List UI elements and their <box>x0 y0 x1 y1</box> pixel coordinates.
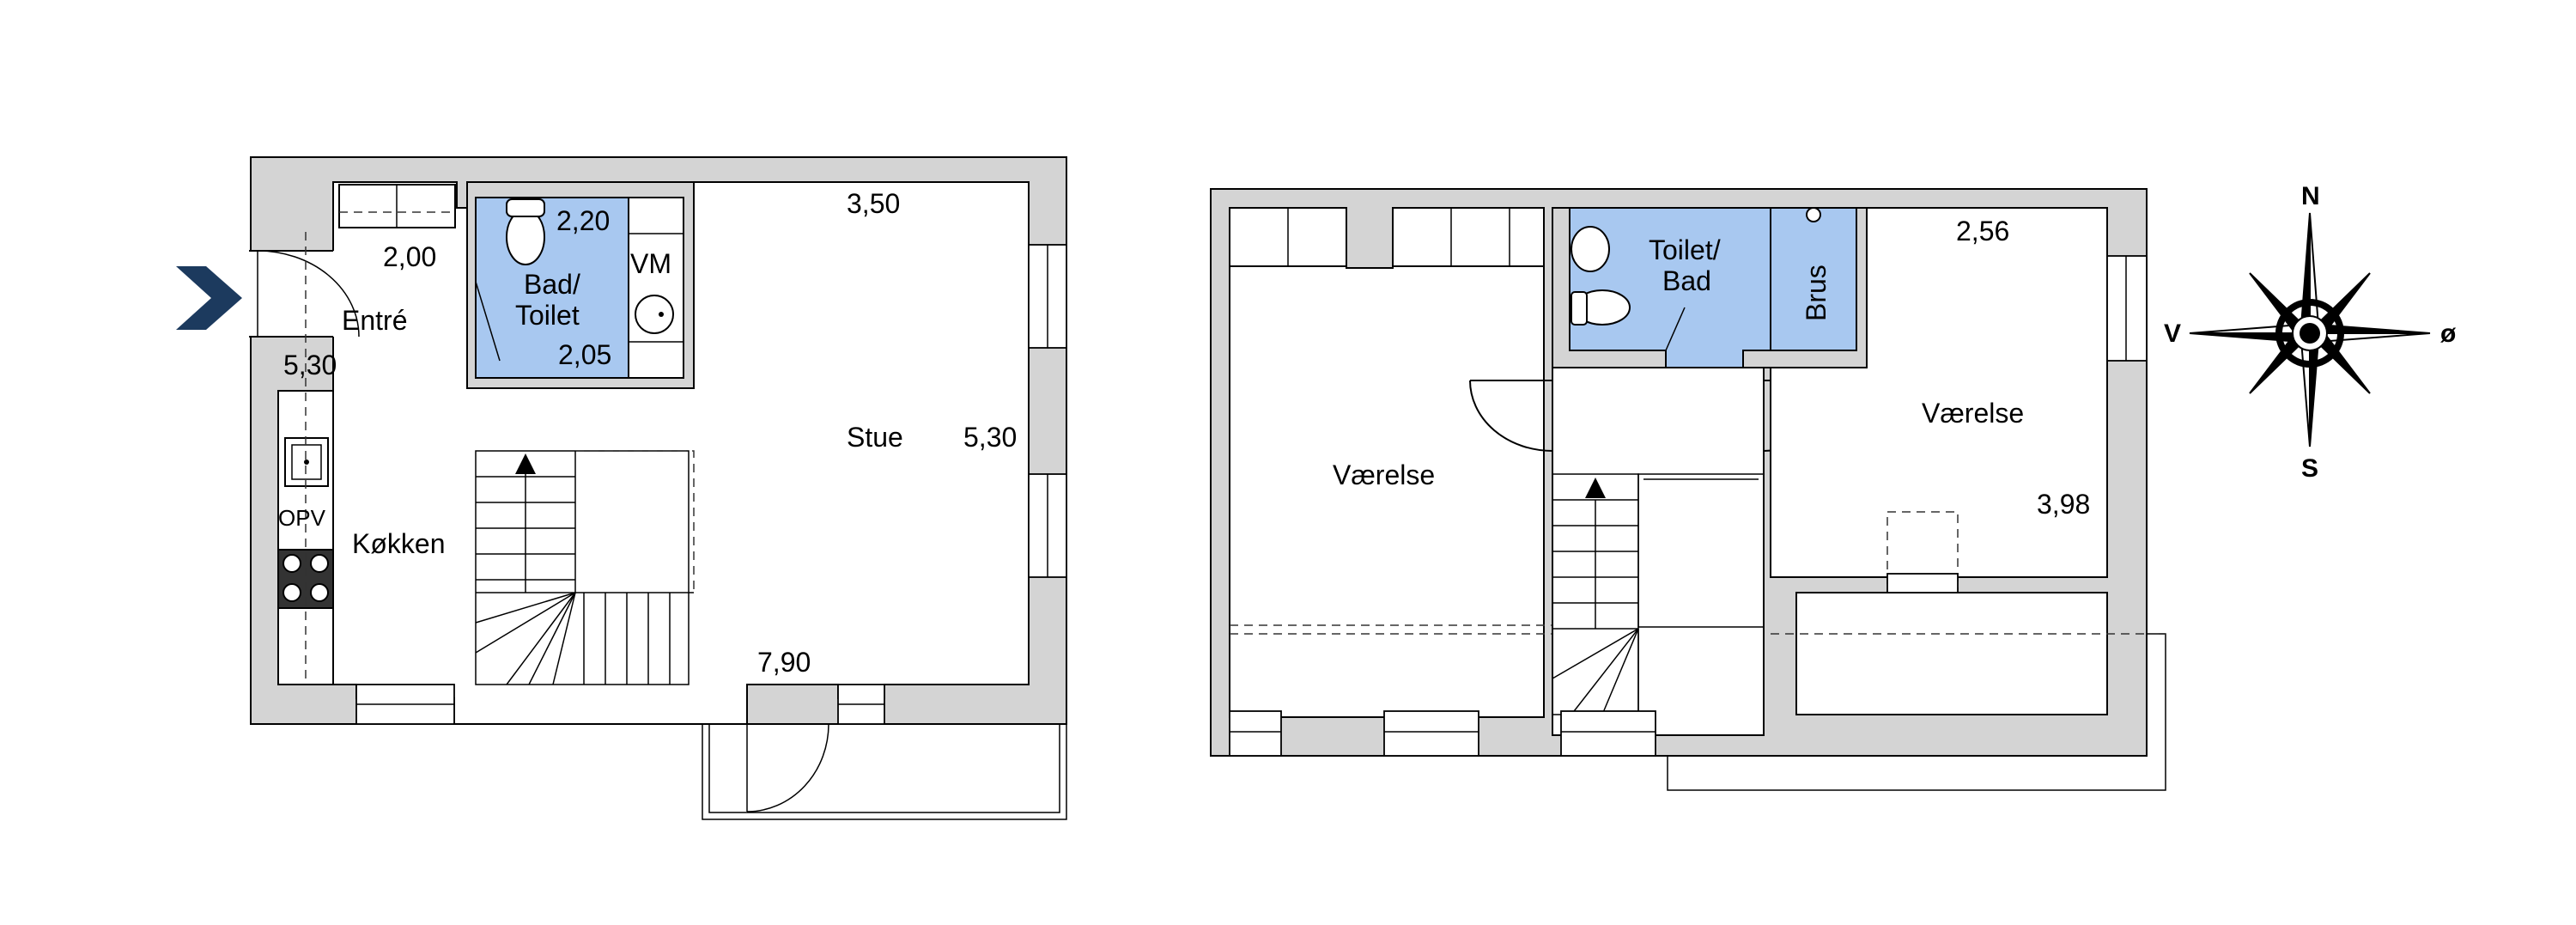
upper-stair-arrow-icon <box>1585 478 1606 498</box>
compass-east: ø <box>2440 319 2457 348</box>
room-label-stue: Stue <box>847 422 903 453</box>
room-label-entre: Entré <box>342 305 407 336</box>
kitchen-counter <box>277 390 334 685</box>
washbasin-icon <box>635 295 674 334</box>
dim-bad-depth: 2,05 <box>558 339 611 370</box>
ground-windows <box>355 244 1067 725</box>
room-label-bad-1: Bad/ <box>524 269 580 300</box>
bathroom-door <box>475 281 501 362</box>
entrance-opening <box>249 251 335 337</box>
room-label-vaerelse-left: Værelse <box>1333 459 1435 490</box>
compass-rose-icon: N S V ø <box>2164 182 2457 483</box>
ground-staircase <box>475 450 695 685</box>
room-label-toilet-2: Bad <box>1662 265 1711 296</box>
compass-north: N <box>2301 182 2320 210</box>
dim-stue-depth: 5,30 <box>963 422 1017 453</box>
compass-west: V <box>2164 319 2181 348</box>
dim-bad-width: 2,20 <box>556 205 610 236</box>
hob-4-icon <box>310 583 329 602</box>
dim-vaerelse-depth: 3,98 <box>2037 489 2090 520</box>
upper-toilet-tank-icon <box>1571 291 1588 326</box>
room-label-vaerelse-right: Værelse <box>1922 398 2024 429</box>
room-label-brus: Brus <box>1801 265 1832 321</box>
vm-niche <box>628 197 684 379</box>
kitchen-tap-icon <box>304 459 309 465</box>
washbasin-drain-icon <box>659 312 664 317</box>
upper-bathroom-door <box>1665 307 1686 351</box>
room-label-vm: VM <box>630 248 671 279</box>
shower-head-icon <box>1806 207 1821 222</box>
dim-vaerelse-width: 2,56 <box>1956 216 2009 246</box>
hatch-dashed <box>1886 511 1959 624</box>
terrace-outline <box>702 722 1067 820</box>
hob-3-icon <box>283 583 301 602</box>
dim-stue-width: 3,50 <box>847 188 900 219</box>
upper-floor: Værelse Toilet/ Bad Brus 2,56 Værelse 3,… <box>1210 188 2166 791</box>
stair-up-arrow-icon <box>515 453 536 474</box>
room-label-bad-2: Toilet <box>515 300 580 331</box>
entrance-arrow-icon <box>176 266 242 330</box>
ground-floor: Entré 2,00 5,30 Bad/ Toilet 2,20 2,05 VM… <box>176 156 1067 820</box>
upper-windows <box>1229 255 2148 757</box>
room-label-toilet-1: Toilet/ <box>1649 234 1721 265</box>
vaerelse-right <box>1770 207 2108 578</box>
entrance-door <box>257 250 360 338</box>
terrace-inner <box>708 722 1060 813</box>
toilet-icon <box>506 209 545 265</box>
room-label-kokken: Køkken <box>352 528 445 559</box>
dim-total-width: 7,90 <box>757 647 811 678</box>
compass-south: S <box>2301 454 2318 483</box>
wardrobe-left-2 <box>1392 207 1545 267</box>
upper-right-lower-space <box>1795 592 2108 715</box>
bathroom <box>475 197 629 379</box>
terrace-door <box>746 723 829 812</box>
room-label-opv: OPV <box>278 505 326 531</box>
dim-entre-depth: 5,30 <box>283 350 337 380</box>
hob-2-icon <box>310 554 329 573</box>
hallway-door-left <box>1469 380 1553 453</box>
dim-entre-width: 2,00 <box>383 241 436 272</box>
toilet-tank-icon <box>506 198 545 217</box>
upper-washbasin-icon <box>1571 226 1610 272</box>
kitchen-sink-bowl <box>291 444 322 480</box>
hob-1-icon <box>283 554 301 573</box>
